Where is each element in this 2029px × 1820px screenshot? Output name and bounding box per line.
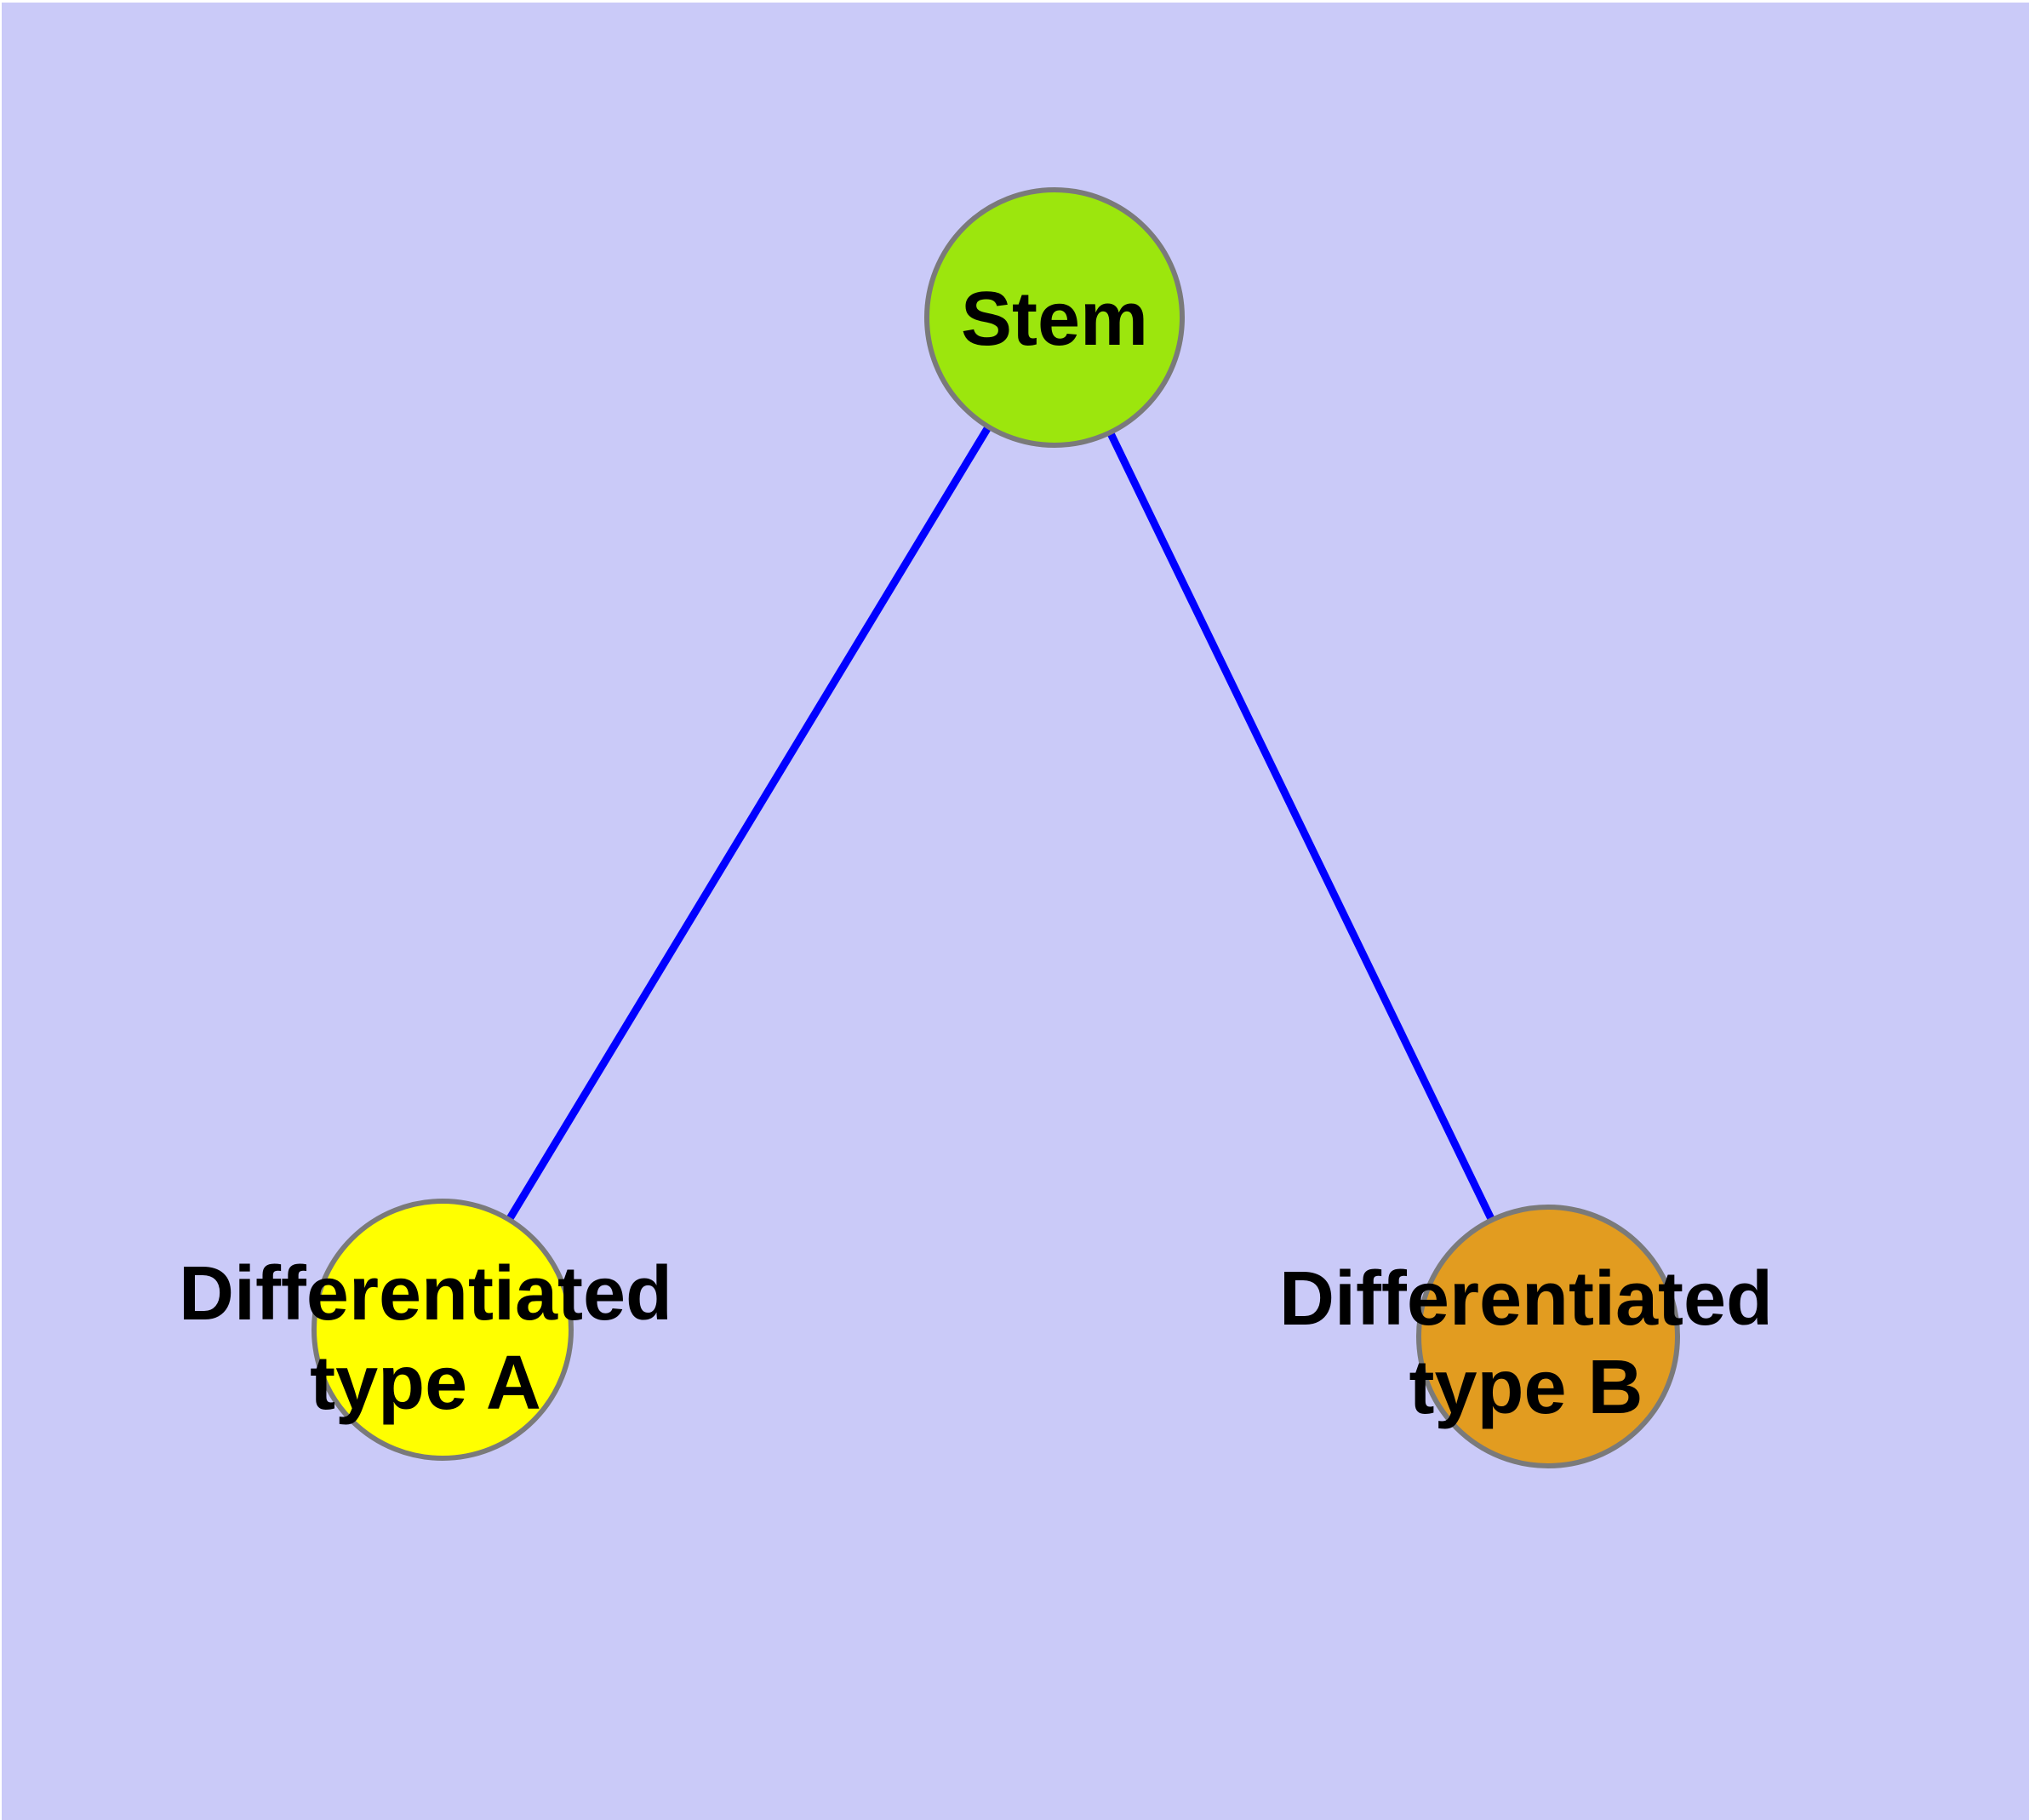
node-differentiated-type-a-label-line1: Differentiated — [179, 1251, 672, 1336]
node-differentiated-type-a: Differentiated type A — [179, 1199, 672, 1461]
node-differentiated-type-b: Differentiated type B — [1279, 1205, 1773, 1468]
node-stem: Stem — [924, 187, 1185, 448]
node-stem-circle — [924, 187, 1185, 448]
edge-stem-to-type-a — [439, 315, 1058, 1332]
node-differentiated-type-b-circle — [1416, 1205, 1680, 1468]
node-stem-label: Stem — [961, 277, 1148, 362]
node-differentiated-type-b-label-line1: Differentiated — [1279, 1256, 1773, 1342]
node-differentiated-type-b-label-line2: type B — [1409, 1345, 1643, 1430]
edge-stem-to-type-b — [1050, 316, 1552, 1338]
node-differentiated-type-a-label-line2: type A — [310, 1341, 541, 1426]
node-differentiated-type-a-circle — [311, 1199, 574, 1461]
